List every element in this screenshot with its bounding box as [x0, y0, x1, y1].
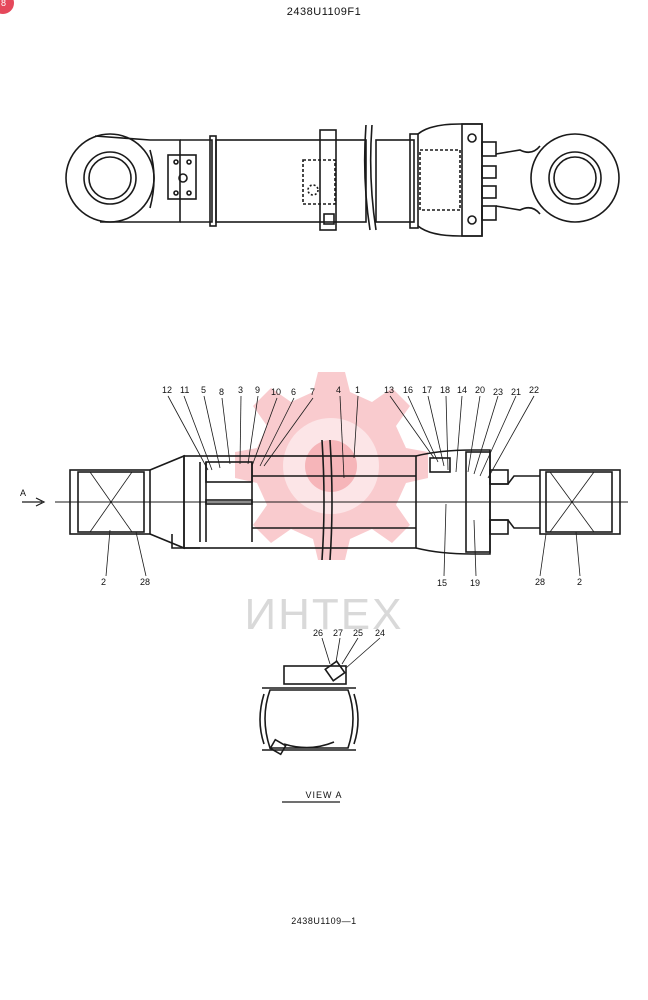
- callout-18: 18: [440, 385, 451, 395]
- callout-24: 24: [375, 628, 386, 638]
- callout-8: 8: [219, 387, 225, 397]
- sheet-number: 2438U1109—1: [291, 916, 357, 926]
- callout-15: 15: [437, 578, 448, 588]
- callout-7: 7: [310, 387, 316, 397]
- callout-28-left: 28: [140, 577, 151, 587]
- callout-5: 5: [201, 385, 207, 395]
- callout-2-left: 2: [101, 577, 107, 587]
- callout-12: 12: [162, 385, 173, 395]
- section-arrow-label: A: [20, 488, 27, 498]
- view-a-label: VIEW A: [305, 790, 343, 800]
- corner-badge-number: 8: [1, 0, 7, 8]
- callout-17: 17: [422, 385, 433, 395]
- watermark-text: ИНТЕХ: [244, 590, 404, 639]
- callout-20: 20: [475, 385, 486, 395]
- callout-4: 4: [336, 385, 342, 395]
- callout-10: 10: [271, 387, 282, 397]
- callout-13: 13: [384, 385, 395, 395]
- callout-21: 21: [511, 387, 522, 397]
- callout-28-right: 28: [535, 577, 546, 587]
- view-a-detail: [259, 637, 381, 756]
- callout-23: 23: [493, 387, 504, 397]
- callout-3: 3: [238, 385, 244, 395]
- callout-14: 14: [457, 385, 468, 395]
- drawing-number: 2438U1109F1: [286, 6, 362, 18]
- callout-2-right: 2: [577, 577, 583, 587]
- callout-1: 1: [355, 385, 361, 395]
- callout-22: 22: [529, 385, 540, 395]
- callout-25: 25: [353, 628, 364, 638]
- callout-16: 16: [403, 385, 414, 395]
- top-exterior-view: [65, 123, 620, 237]
- callout-19: 19: [470, 578, 481, 588]
- callout-6: 6: [291, 387, 297, 397]
- callout-9: 9: [255, 385, 261, 395]
- callout-11: 11: [180, 385, 190, 395]
- corner-badge: 8: [0, 0, 14, 14]
- section-view: [55, 439, 628, 561]
- callout-27: 27: [333, 628, 344, 638]
- callout-26: 26: [313, 628, 324, 638]
